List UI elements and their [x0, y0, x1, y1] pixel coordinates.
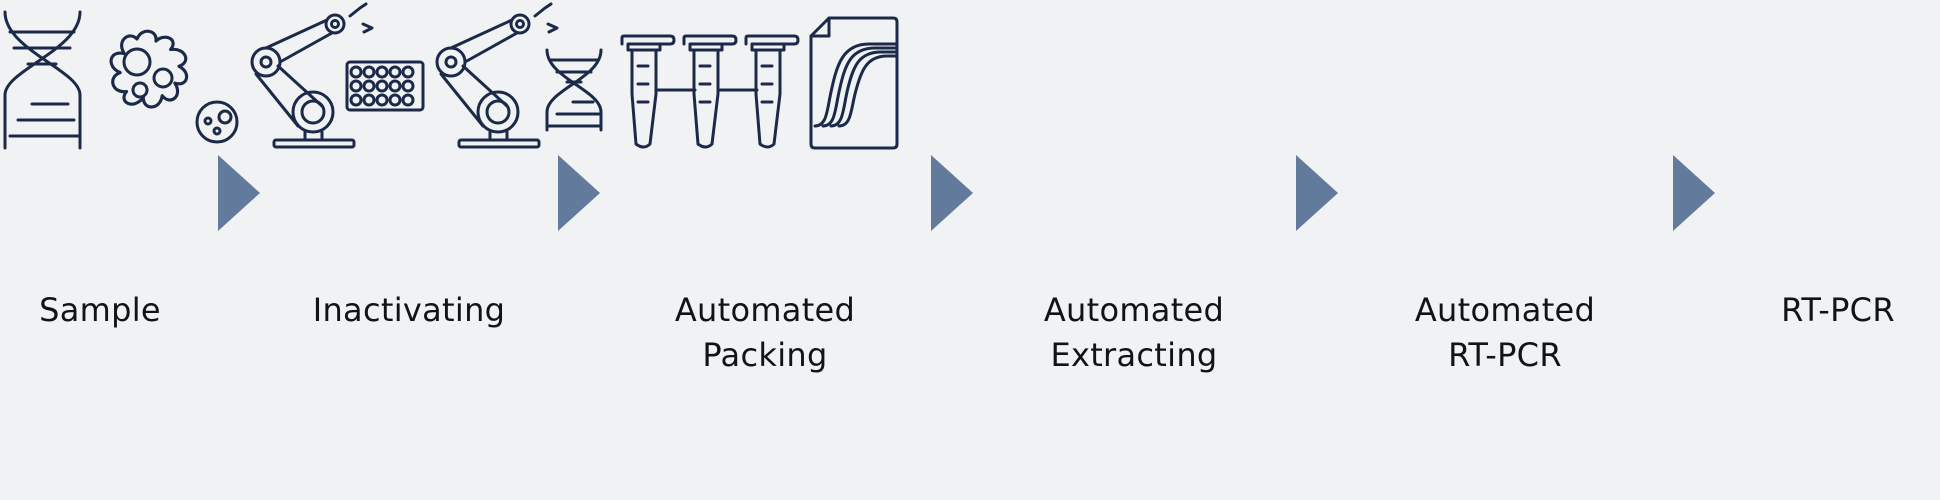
dna-icon: [3, 10, 82, 150]
step-label-rt-pcr: RT-PCR: [1781, 291, 1895, 329]
virus-inactivation-icon: [109, 29, 239, 144]
flow-arrow: [218, 155, 260, 231]
pcr-curve-document-icon: [809, 16, 899, 150]
flow-arrow: [558, 155, 600, 231]
step-label-automated-packing: Automated Packing: [674, 291, 856, 374]
step-label-automated-extracting: Automated Extracting: [1043, 291, 1225, 374]
flow-arrow: [931, 155, 973, 231]
step-label-inactivating: Inactivating: [312, 291, 506, 329]
flow-arrow: [1296, 155, 1338, 231]
pcr-tubes-icon: [620, 34, 800, 149]
robot-arm-plate-icon: [250, 2, 425, 149]
step-label-sample: Sample: [39, 291, 161, 329]
robot-arm-dna-icon: [435, 2, 603, 149]
flow-arrow: [1673, 155, 1715, 231]
step-label-automated-rt-pcr: Automated RT-PCR: [1414, 291, 1596, 374]
